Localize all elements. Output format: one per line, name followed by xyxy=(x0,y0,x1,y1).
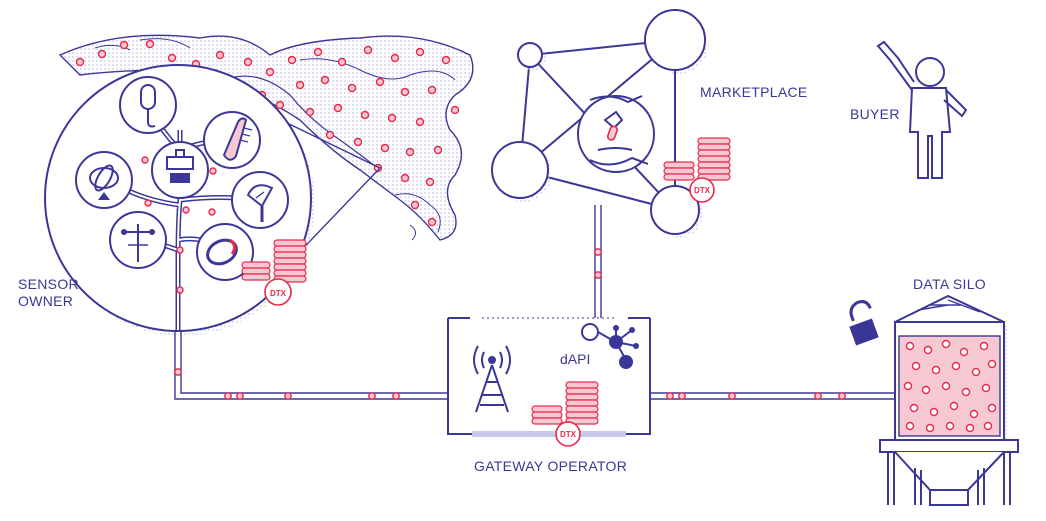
thermometer-icon xyxy=(203,111,261,169)
anemometer-icon xyxy=(109,211,167,269)
dtx-coins-sensor-owner xyxy=(241,239,307,306)
silo-icon xyxy=(879,294,1019,506)
zoom-connector xyxy=(249,104,382,263)
dtx-token-label: DTX xyxy=(560,430,577,439)
pipe-data-points xyxy=(174,248,846,400)
person-waving-icon xyxy=(876,40,968,179)
sensor-owner-label: SENSOR OWNER xyxy=(18,276,79,309)
gateway-operator-label: GATEWAY OPERATOR xyxy=(474,458,628,474)
data-silo-label: DATA SILO xyxy=(913,276,986,292)
gateway-operator-box xyxy=(447,317,651,437)
radio-tower-icon xyxy=(473,345,511,413)
scale-icon xyxy=(151,141,209,199)
gyroscope-icon xyxy=(75,151,133,209)
microphone-icon xyxy=(119,76,177,134)
wristband-icon xyxy=(196,223,254,281)
dtx-token-label: DTX xyxy=(270,289,287,298)
buyer-label: BUYER xyxy=(850,106,900,122)
unlocked-padlock-icon xyxy=(849,300,879,346)
dapi-label: dAPI xyxy=(560,351,591,367)
dtx-coins-gateway xyxy=(531,381,599,447)
marketplace-network xyxy=(491,9,709,238)
dtx-token-label: DTX xyxy=(694,186,711,195)
data-pipes xyxy=(174,205,895,400)
marketplace-label: MARKETPLACE xyxy=(700,84,808,100)
network-node-icon xyxy=(581,323,639,369)
shower-head-icon xyxy=(231,171,289,229)
dtx-coins-marketplace xyxy=(663,137,731,203)
hand-exchange-icon xyxy=(577,95,655,173)
